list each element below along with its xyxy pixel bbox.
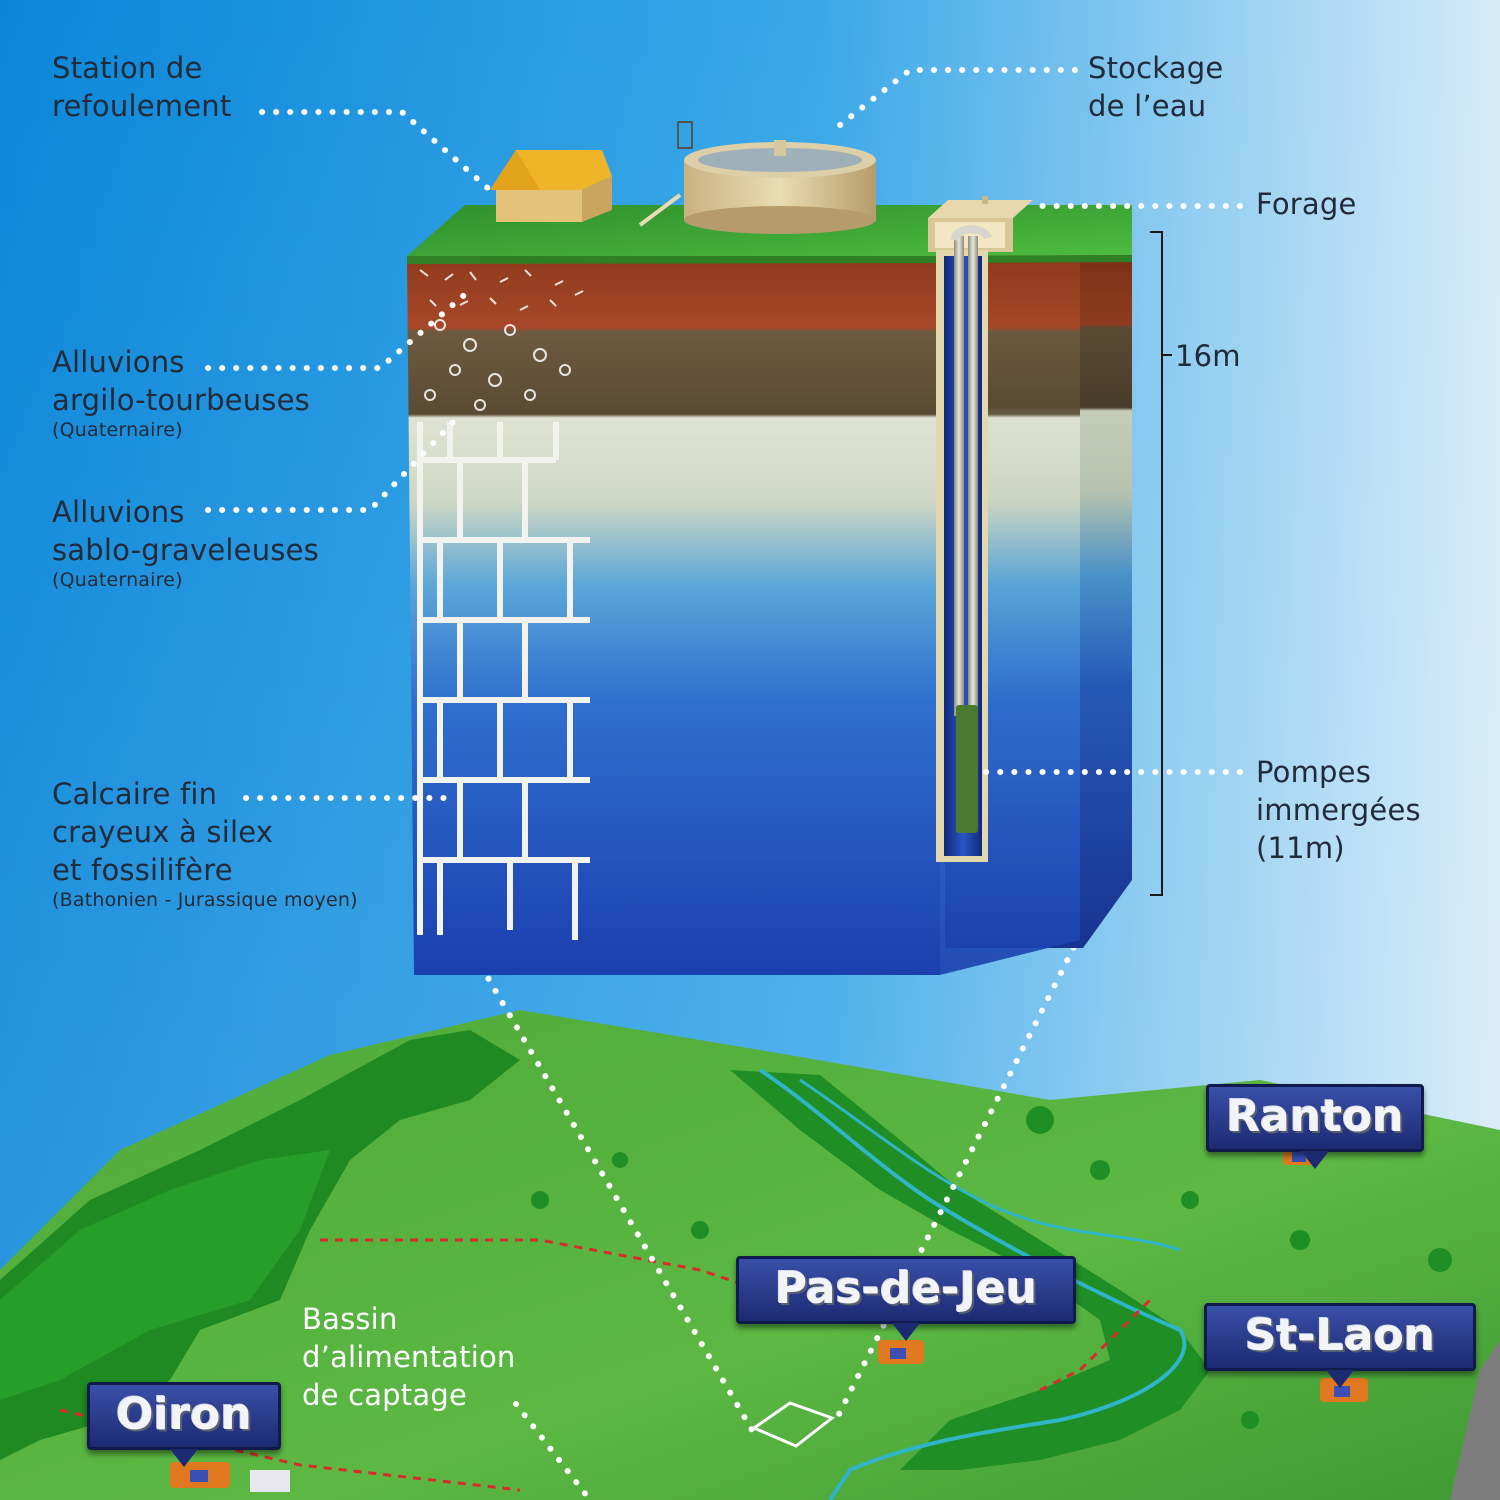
town-tag-stlaon: St-Laon: [1204, 1303, 1476, 1388]
town-tag-oiron: Oiron: [87, 1382, 281, 1467]
leader-lines: [205, 67, 1243, 1500]
village-pasdejeu: [878, 1340, 924, 1364]
depth-bracket: [1150, 231, 1172, 896]
pumping-station-house: [490, 150, 612, 222]
town-tag-pasdejeu: Pas-de-Jeu: [736, 1256, 1076, 1341]
gravel-pattern: [419, 269, 584, 411]
connector-right: [833, 932, 1083, 1423]
village-oiron: [170, 1462, 290, 1492]
connector-left: [457, 927, 755, 1433]
label-depth-16m: 16m: [1175, 339, 1241, 373]
water-storage-tank: [638, 121, 876, 234]
landscape: [0, 1010, 1500, 1500]
capture-site-marker: [750, 1401, 836, 1448]
label-forage: Forage: [1256, 187, 1357, 221]
submersible-pump: [956, 705, 978, 833]
geological-block: [407, 121, 1172, 975]
limestone-brick-pattern: [417, 422, 590, 940]
town-tag-ranton: Ranton: [1206, 1084, 1424, 1169]
borehole: [928, 196, 1033, 862]
